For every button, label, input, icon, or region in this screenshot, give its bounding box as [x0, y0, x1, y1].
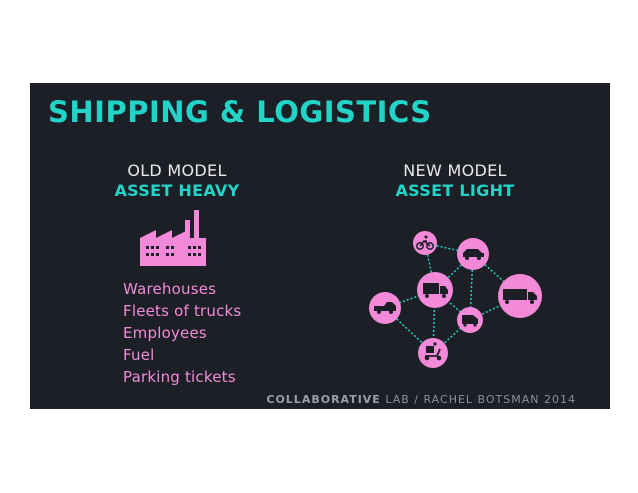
new-model-subtitle: ASSET LIGHT — [395, 181, 515, 200]
old-model-label: OLD MODEL — [127, 161, 227, 180]
network-diagram — [369, 231, 542, 368]
old-model-subtitle: ASSET HEAVY — [114, 181, 240, 200]
car-icon — [457, 238, 489, 270]
credit-author: RACHEL BOTSMAN 2014 — [423, 393, 576, 406]
truck-icon — [417, 272, 453, 308]
slide: SHIPPING & LOGISTICS OLD MODEL ASSET HEA… — [30, 83, 610, 409]
old-model-header: OLD MODEL ASSET HEAVY — [77, 161, 277, 201]
slide-title: SHIPPING & LOGISTICS — [48, 95, 432, 129]
list-item: Employees — [123, 324, 207, 342]
factory-icon — [140, 210, 206, 266]
old-model-list: Warehouses Fleets of trucks Employees Fu… — [123, 278, 241, 388]
new-model-label: NEW MODEL — [403, 161, 507, 180]
credit-brand-bold: COLLABORATIVE — [266, 393, 381, 406]
semi-truck-icon — [498, 274, 542, 318]
bicycle-icon — [413, 231, 437, 255]
new-model-header: NEW MODEL ASSET LIGHT — [355, 161, 555, 201]
van-icon — [457, 307, 483, 333]
scooter-icon — [418, 338, 448, 368]
credit-line: COLLABORATIVE LAB / RACHEL BOTSMAN 2014 — [266, 393, 576, 406]
list-item: Warehouses — [123, 280, 217, 298]
credit-separator: / — [409, 393, 424, 406]
credit-brand-rest: LAB — [380, 393, 410, 406]
list-item: Fleets of trucks — [123, 302, 242, 320]
list-item: Fuel — [123, 346, 155, 364]
pickup-icon — [369, 292, 401, 324]
list-item: Parking tickets — [123, 368, 236, 386]
